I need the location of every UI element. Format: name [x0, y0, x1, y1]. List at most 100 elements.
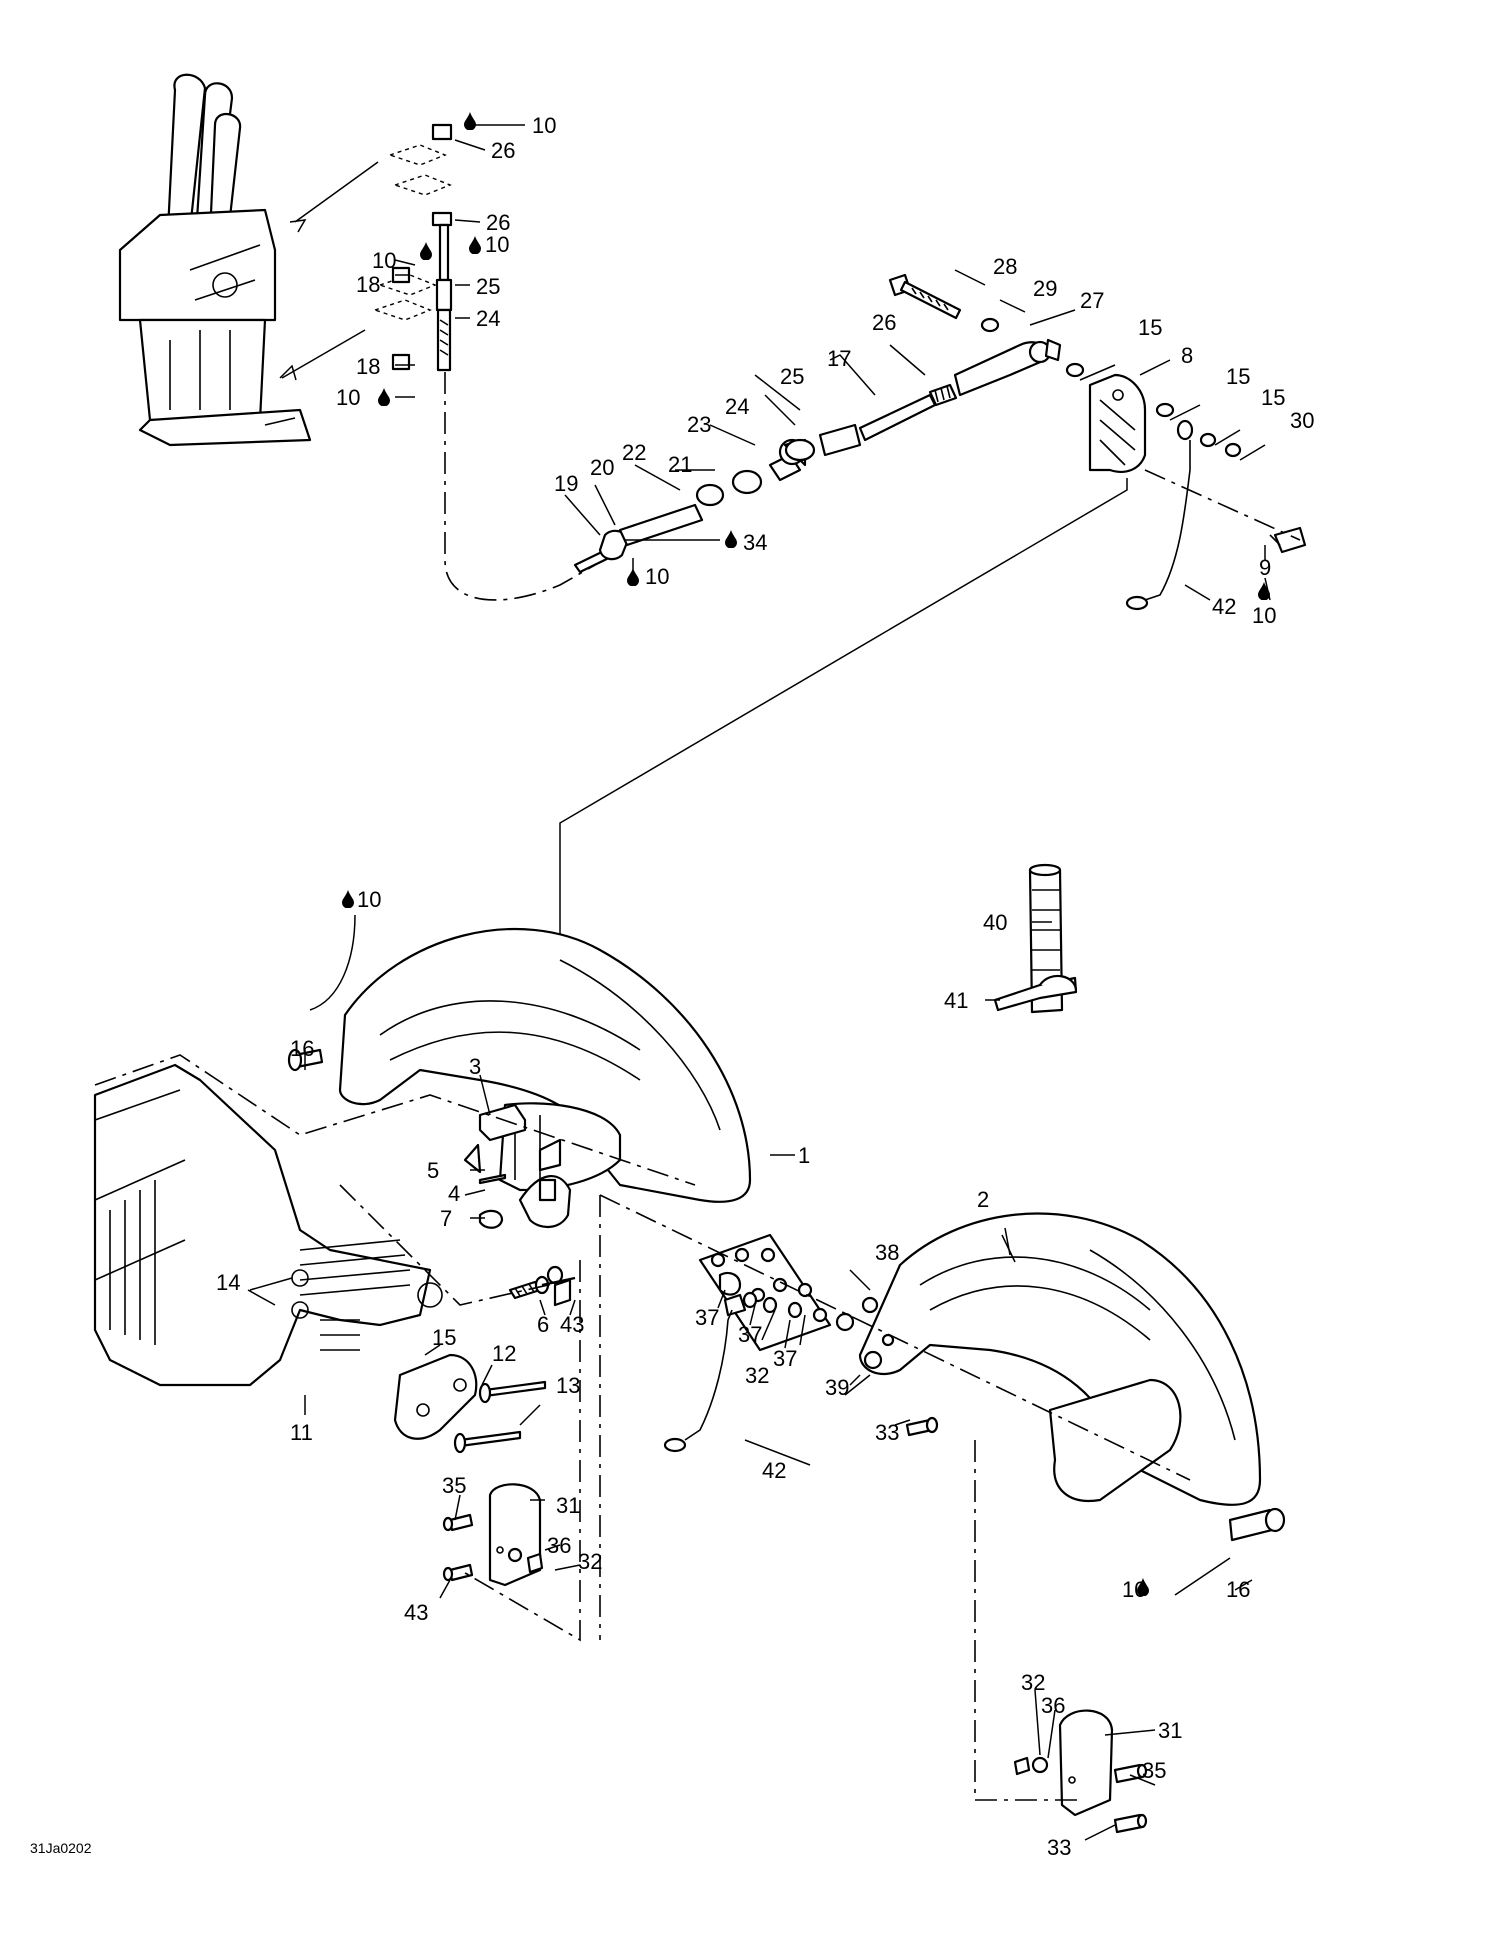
- callout-18: 18: [356, 354, 380, 379]
- plate-12: [393, 1353, 478, 1440]
- ref-line-d: [459, 1195, 601, 1642]
- callout-13: 13: [556, 1373, 580, 1398]
- callout-40: 40: [983, 910, 1007, 935]
- callout-16: 16: [290, 1036, 314, 1061]
- callout-24: 24: [725, 394, 749, 419]
- ref-line-b: [339, 1184, 571, 1306]
- callout-3: 3: [469, 1054, 481, 1079]
- oil-drop-icon: [469, 236, 481, 254]
- callout-41: 41: [944, 988, 968, 1013]
- callout-5: 5: [427, 1158, 439, 1183]
- arrow-to-cable-lower: [279, 329, 366, 381]
- cover-plate-31b: [1013, 1709, 1148, 1834]
- callout-2: 2: [977, 1187, 989, 1212]
- callout-42: 42: [762, 1458, 786, 1483]
- callout-26: 26: [872, 310, 896, 335]
- callout-14: 14: [216, 1270, 240, 1295]
- drawing-code: 31Ja0202: [30, 1840, 92, 1856]
- callout-6: 6: [537, 1312, 549, 1337]
- ref-line-c: [599, 1194, 1191, 1481]
- callout-42: 42: [1212, 594, 1236, 619]
- callout-43: 43: [404, 1600, 428, 1625]
- tube-and-tie: [993, 863, 1078, 1014]
- callout-30: 30: [1290, 408, 1314, 433]
- callout-12: 12: [492, 1341, 516, 1366]
- callout-18: 18: [356, 272, 380, 297]
- callout-10: 10: [532, 113, 556, 138]
- callout-20: 20: [590, 455, 614, 480]
- oil-drop-icon: [420, 242, 432, 260]
- callout-33: 33: [1047, 1835, 1071, 1860]
- ground-wire-42b: [684, 1309, 733, 1441]
- callout-26: 26: [486, 210, 510, 235]
- callout-10: 10: [336, 385, 360, 410]
- mounting-half-2: [858, 1212, 1262, 1506]
- callout-28: 28: [993, 254, 1017, 279]
- callout-37: 37: [773, 1346, 797, 1371]
- callout-15: 15: [1261, 385, 1285, 410]
- callout-21: 21: [668, 452, 692, 477]
- callout-10: 10: [357, 887, 381, 912]
- callout-16: 16: [1226, 1577, 1250, 1602]
- callout-26: 26: [491, 138, 515, 163]
- callout-29: 29: [1033, 276, 1057, 301]
- callout-35: 35: [442, 1473, 466, 1498]
- callout-25: 25: [476, 274, 500, 299]
- bracket-to-bolt-line: [1144, 469, 1301, 541]
- callout-38: 38: [875, 1240, 899, 1265]
- callout-10: 10: [1252, 603, 1276, 628]
- oil-drop-icon: [342, 890, 354, 908]
- callout-23: 23: [687, 412, 711, 437]
- callout-19: 19: [554, 471, 578, 496]
- cable-linkage: [573, 273, 1307, 611]
- oil-drop-icon: [464, 112, 476, 130]
- callout-15: 15: [432, 1325, 456, 1350]
- callout-32: 32: [1021, 1670, 1045, 1695]
- callout-10: 10: [372, 248, 396, 273]
- arrow-to-cable-upper: [289, 161, 379, 233]
- throttle-control-assembly: [118, 73, 312, 447]
- misc-fasteners: [287, 1048, 1286, 1542]
- callout-37: 37: [738, 1322, 762, 1347]
- callout-33: 33: [875, 1420, 899, 1445]
- callout-32: 32: [745, 1363, 769, 1388]
- callout-27: 27: [1080, 288, 1104, 313]
- housing-11: [93, 1063, 443, 1387]
- callout-10: 10: [645, 564, 669, 589]
- callout-37: 37: [695, 1305, 719, 1330]
- callout-22: 22: [622, 440, 646, 465]
- callout-35: 35: [1142, 1758, 1166, 1783]
- callout-24: 24: [476, 306, 500, 331]
- oil-drop-icon: [725, 530, 737, 548]
- callout-36: 36: [547, 1533, 571, 1558]
- callout-10: 10: [1122, 1577, 1146, 1602]
- callout-labels: 10 26 26 10 10 18 25 24 18 10 28 29 27 2…: [30, 113, 1314, 1860]
- callout-15: 15: [1226, 364, 1250, 389]
- callout-31: 31: [556, 1493, 580, 1518]
- callout-32: 32: [578, 1549, 602, 1574]
- callout-10: 10: [485, 232, 509, 257]
- callout-39: 39: [825, 1375, 849, 1400]
- callout-36: 36: [1041, 1693, 1065, 1718]
- center-bracket-38: [698, 1233, 895, 1370]
- callout-7: 7: [440, 1206, 452, 1231]
- oil-drop-icon: [1258, 582, 1270, 600]
- callout-34: 34: [743, 530, 767, 555]
- ref-line-e: [974, 1440, 1080, 1801]
- oil-drop-icon: [627, 568, 639, 586]
- ref-line-a: [94, 1054, 696, 1186]
- cable-routing-line: [444, 372, 596, 601]
- callout-17: 17: [827, 346, 851, 371]
- callout-9: 9: [1259, 555, 1271, 580]
- callout-15: 15: [1138, 315, 1162, 340]
- callout-4: 4: [448, 1181, 460, 1206]
- callout-8: 8: [1181, 343, 1193, 368]
- callout-43: 43: [560, 1312, 584, 1337]
- oil-drop-icon: [378, 388, 390, 406]
- callout-31: 31: [1158, 1718, 1182, 1743]
- callout-11: 11: [290, 1420, 313, 1445]
- callout-1: 1: [798, 1143, 810, 1168]
- callout-leaders: [247, 124, 1271, 1841]
- rivets-13: [453, 1380, 547, 1454]
